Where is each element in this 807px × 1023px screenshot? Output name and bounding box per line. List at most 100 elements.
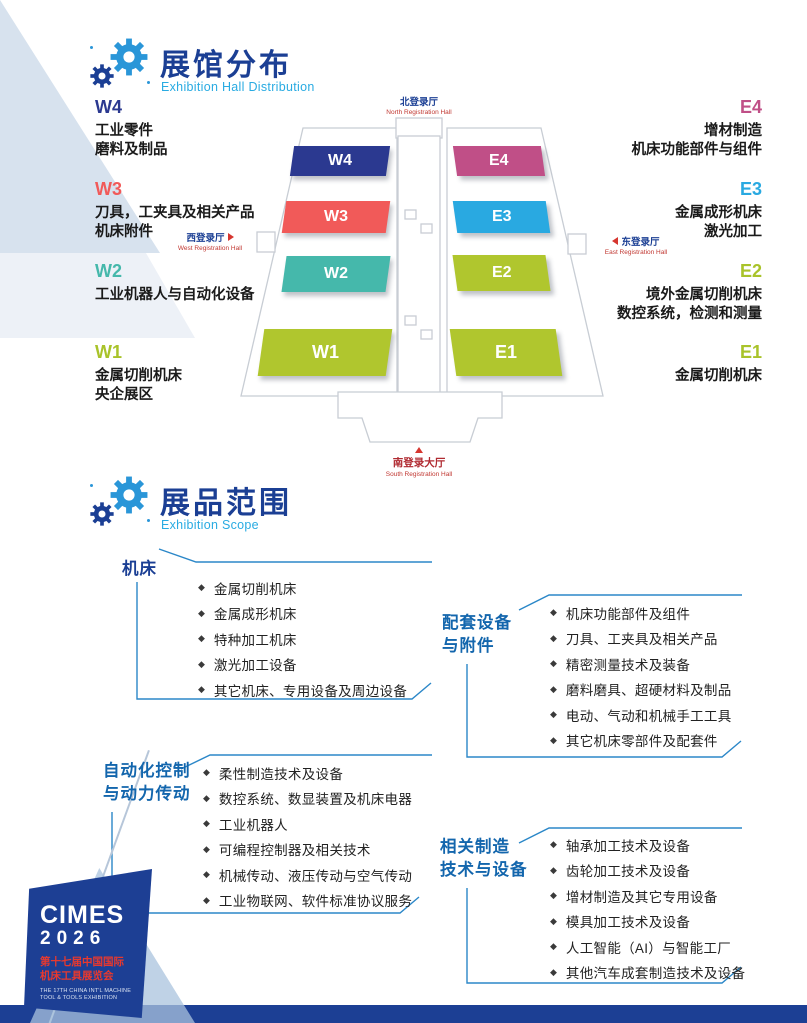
diamond-bullet-icon: ◆ xyxy=(550,839,557,850)
entrance-north: 北登录厅 North Registration Hall xyxy=(364,94,474,116)
gear-small-icon xyxy=(90,64,114,88)
diamond-bullet-icon: ◆ xyxy=(550,632,557,643)
hall-desc-line: 机床功能部件与组件 xyxy=(631,142,763,158)
category-title-machine-tools: 机床 xyxy=(122,558,157,581)
scope-item-text: 机械传动、液压传动与空气传动 xyxy=(218,868,413,884)
hall-id: E1 xyxy=(739,342,762,362)
scope-items-machine-tools: ◆金属切削机床 ◆金属成形机床 ◆特种加工机床 ◆激光加工设备 ◆其它机床、专用… xyxy=(198,575,407,703)
category-title-line: 机床 xyxy=(122,560,157,578)
diamond-bullet-icon: ◆ xyxy=(550,709,557,720)
hall-desc-line: 工业机器人与自动化设备 xyxy=(95,287,255,303)
scope-items-related-manufacturing: ◆轴承加工技术及设备 ◆齿轮加工技术及设备 ◆增材制造及其它专用设备 ◆模具加工… xyxy=(550,832,745,985)
list-item: ◆机械传动、液压传动与空气传动 xyxy=(203,862,412,888)
cimes-logo: CIMES 2026 第十七届中国国际 机床工具展览会 THE 17TH CHI… xyxy=(24,869,152,1018)
gears-icon xyxy=(88,476,150,526)
map-hall-W2: W2 xyxy=(281,256,391,292)
category-title-related-manufacturing: 相关制造 技术与设备 xyxy=(440,836,528,882)
diamond-bullet-icon: ◆ xyxy=(203,843,210,854)
list-item: ◆ 人工智能（AI）与智能工厂 xyxy=(550,934,745,960)
diamond-bullet-icon: ◆ xyxy=(203,894,210,905)
diamond-bullet-icon: ◆ xyxy=(550,683,557,694)
entrance-east: 东登录厅 East Registration Hall xyxy=(592,234,680,256)
gear-large-icon xyxy=(110,38,148,76)
list-item: ◆特种加工机床 xyxy=(198,626,407,652)
list-item: ◆模具加工技术及设备 xyxy=(550,909,745,935)
gears-icon xyxy=(88,38,150,88)
bracket-related-top xyxy=(518,827,742,844)
scope-item-text: 模具加工技术及设备 xyxy=(565,915,691,931)
diamond-bullet-icon: ◆ xyxy=(550,658,557,669)
scope-item-text: 其他汽车成套制造技术及设备 xyxy=(565,966,746,982)
list-item: ◆齿轮加工技术及设备 xyxy=(550,858,745,884)
category-title-line: 相关制造 xyxy=(440,838,510,856)
diamond-bullet-icon: ◆ xyxy=(550,941,557,952)
category-title-line: 自动化控制 xyxy=(103,762,191,780)
section-title-scope: 展品范围 xyxy=(160,487,292,520)
gear-small-icon xyxy=(90,502,114,526)
list-item: ◆ 工业物联网、软件标准协议服务 xyxy=(203,888,412,914)
scope-item-text: 柔性制造技术及设备 xyxy=(218,766,344,782)
entrance-name-en: East Registration Hall xyxy=(604,249,668,256)
list-item: ◆柔性制造技术及设备 xyxy=(203,760,412,786)
map-hall-label: W1 xyxy=(311,342,339,362)
bottom-accent-bar xyxy=(0,1005,807,1023)
hall-id: W2 xyxy=(95,261,122,281)
map-hall-label: W2 xyxy=(324,265,348,282)
hall-desc-line: 金属切削机床 xyxy=(675,368,762,384)
scope-item-text: 特种加工机床 xyxy=(213,632,297,648)
diamond-bullet-icon: ◆ xyxy=(550,864,557,875)
list-item: ◆ 精密测量技术及装备 xyxy=(550,651,732,677)
diamond-bullet-icon: ◆ xyxy=(550,734,557,745)
hall-label-W4: W4 工业零件 磨料及制品 xyxy=(95,98,168,160)
hall-desc-line: 境外金属切削机床 xyxy=(646,287,762,303)
hall-desc-line: 金属切削机床 xyxy=(95,368,182,384)
diamond-bullet-icon: ◆ xyxy=(550,607,557,618)
map-hall-label: E3 xyxy=(491,208,512,225)
map-hall-W4: W4 xyxy=(289,146,391,176)
scope-item-text: 工业物联网、软件标准协议服务 xyxy=(218,894,413,910)
hall-id: W1 xyxy=(95,342,122,362)
scope-item-text: 可编程控制器及相关技术 xyxy=(218,843,371,859)
map-hall-W1: W1 xyxy=(257,329,393,376)
entrance-south: 南登录大厅 South Registration Hall xyxy=(364,447,474,478)
bracket-accessories-bottom xyxy=(466,664,742,758)
hall-label-E3: E3 金属成形机床 激光加工 xyxy=(675,180,762,242)
scope-item-text: 轴承加工技术及设备 xyxy=(565,838,691,854)
entrance-arrow-icon xyxy=(227,233,234,241)
scope-item-text: 其它机床零部件及配套件 xyxy=(565,734,718,750)
entrance-name-en: South Registration Hall xyxy=(385,471,453,478)
diamond-bullet-icon: ◆ xyxy=(550,966,557,977)
west-entrance-outline xyxy=(256,231,276,253)
hall-label-W1: W1 金属切削机床 央企展区 xyxy=(95,343,182,405)
list-item: ◆金属切削机床 xyxy=(198,575,407,601)
hall-id: E4 xyxy=(739,97,762,117)
list-item: ◆激光加工设备 xyxy=(198,652,407,678)
scope-item-text: 数控系统、数显装置及机床电器 xyxy=(218,792,413,808)
scope-item-text: 工业机器人 xyxy=(218,817,288,833)
list-item: ◆ 电动、气动和机械手工工具 xyxy=(550,702,732,728)
hall-desc-line: 激光加工 xyxy=(704,224,762,240)
hall-desc-line: 数控系统，检测和测量 xyxy=(617,306,762,322)
map-hall-E1: E1 xyxy=(449,329,563,376)
list-item: ◆金属成形机床 xyxy=(198,601,407,627)
entrance-name-en: North Registration Hall xyxy=(386,109,452,116)
category-title-line: 配套设备 xyxy=(442,614,512,632)
scope-items-accessories: ◆机床功能部件及组件 ◆刀具、工夹具及相关产品 ◆精密测量技术及装备 ◆磨料磨具… xyxy=(550,600,732,753)
scope-item-text: 刀具、工夹具及相关产品 xyxy=(565,632,718,648)
scope-item-text: 人工智能（AI）与智能工厂 xyxy=(565,940,732,956)
hall-label-W2: W2 工业机器人与自动化设备 xyxy=(95,262,255,305)
hall-desc-line: 磨料及制品 xyxy=(95,142,168,158)
logo-en-line: THE 17TH CHINA INT'L MACHINE xyxy=(40,988,132,994)
map-hall-label: E4 xyxy=(489,152,509,169)
map-hall-E2: E2 xyxy=(452,255,551,291)
category-title-accessories: 配套设备 与附件 xyxy=(442,612,512,658)
map-hall-label: W3 xyxy=(324,208,348,225)
gear-large-icon xyxy=(110,476,148,514)
scope-item-text: 电动、气动和机械手工工具 xyxy=(565,708,732,724)
list-item: ◆其它机床、专用设备及周边设备 xyxy=(198,677,407,703)
hall-desc-line: 机床附件 xyxy=(95,224,153,240)
scope-item-text: 精密测量技术及装备 xyxy=(565,657,691,673)
entrance-arrow-icon xyxy=(415,447,423,453)
list-item: ◆ 其它机床零部件及配套件 xyxy=(550,728,732,754)
scope-item-text: 增材制造及其它专用设备 xyxy=(565,889,718,905)
